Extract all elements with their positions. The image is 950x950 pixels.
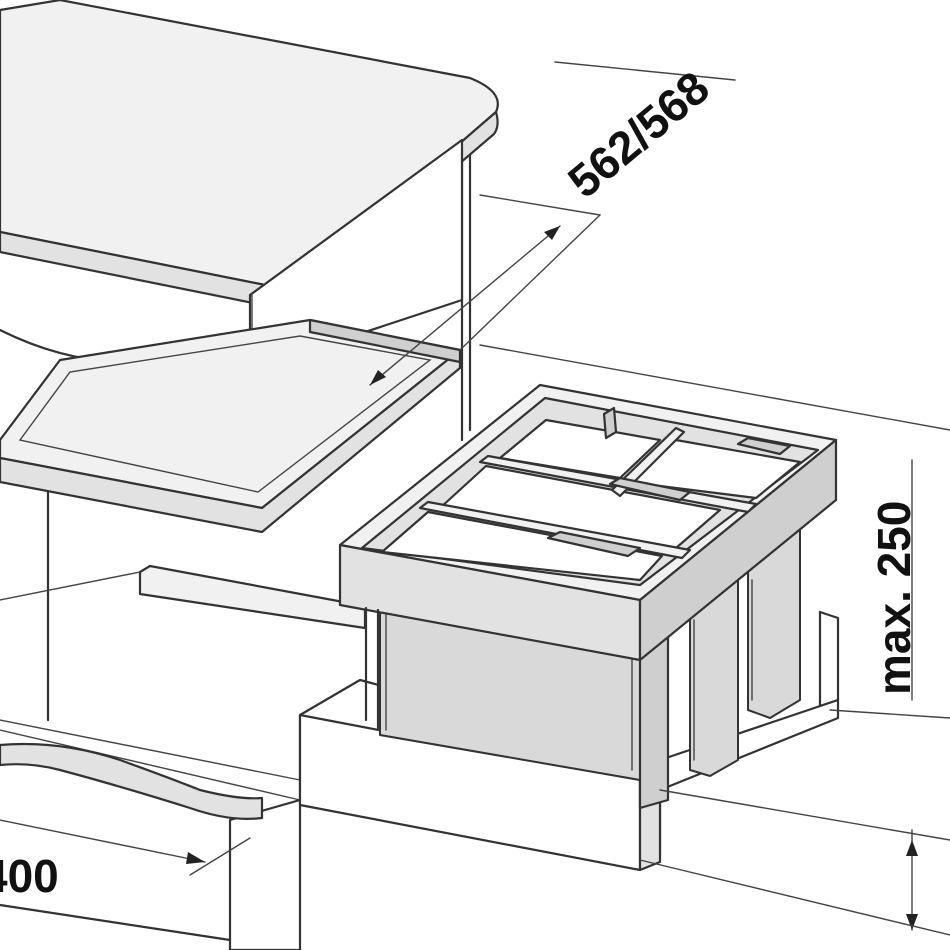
upper-shelf-drawer bbox=[0, 318, 462, 534]
bin-rim-frame bbox=[338, 383, 838, 730]
width-label: 400 bbox=[0, 850, 59, 902]
height-label: max. 250 bbox=[868, 501, 920, 695]
depth-dimension bbox=[369, 61, 950, 431]
countertop bbox=[0, 0, 499, 372]
depth-label: 562/568 bbox=[558, 61, 719, 208]
lower-cabinet bbox=[0, 564, 367, 820]
cabinet-structure bbox=[0, 138, 472, 950]
width-dimension bbox=[0, 819, 251, 876]
height-dimension bbox=[639, 459, 950, 936]
